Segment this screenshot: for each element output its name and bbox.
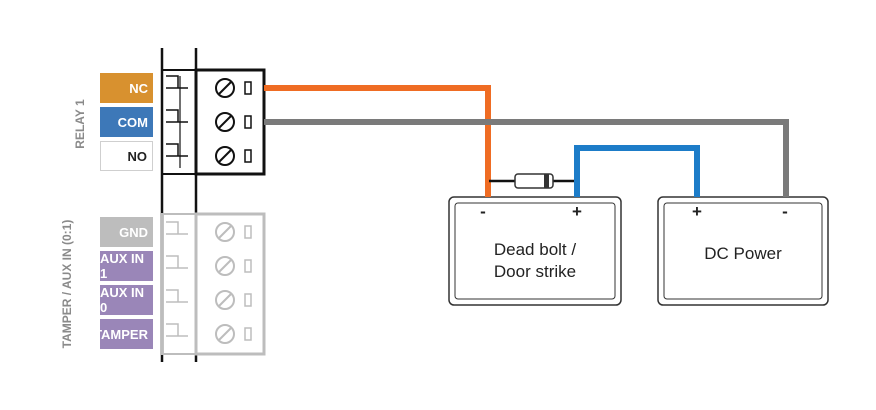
tamper-connector [161, 212, 266, 356]
relay-connector [161, 68, 266, 176]
pin-label-com: COM [100, 107, 153, 137]
pin-label-gnd: GND [100, 217, 153, 247]
wire-orange [264, 85, 491, 197]
pin-label-nc: NC [100, 73, 153, 103]
dc-power-box-inner [663, 202, 823, 300]
dead-bolt-line1: Dead bolt / [493, 240, 577, 259]
tamper-group-label: TAMPER / AUX IN (0:1) [60, 219, 74, 349]
pin-label-tamper: TAMPER [94, 319, 153, 349]
dead-bolt-box-inner [454, 202, 616, 300]
dead-bolt-box [448, 196, 622, 306]
pin-label-aux-in-1: AUX IN 1 [100, 251, 153, 281]
dc-power-minus: - [782, 202, 788, 221]
wire-gray [264, 119, 789, 197]
dc-power-box [657, 196, 829, 306]
screw-gnd-icon [215, 222, 252, 242]
screw-com-icon [215, 112, 252, 132]
screw-nc-icon [215, 78, 252, 98]
pin-label-aux-in-0: AUX IN 0 [100, 285, 153, 315]
screw-aux0-icon [215, 290, 252, 310]
screw-no-icon [215, 146, 252, 166]
wire-blue [574, 145, 700, 197]
relay-group-label: RELAY 1 [73, 99, 87, 149]
dc-power-plus: + [692, 202, 702, 221]
dead-bolt-minus: - [480, 202, 486, 221]
screw-aux1-icon [215, 256, 252, 276]
dead-bolt-plus: + [572, 202, 582, 221]
screw-tamper-icon [215, 324, 252, 344]
pin-label-no: NO [100, 141, 153, 171]
dead-bolt-line2: Door strike [493, 262, 577, 281]
diode-icon [514, 173, 554, 189]
dc-power-label: DC Power [704, 244, 782, 263]
